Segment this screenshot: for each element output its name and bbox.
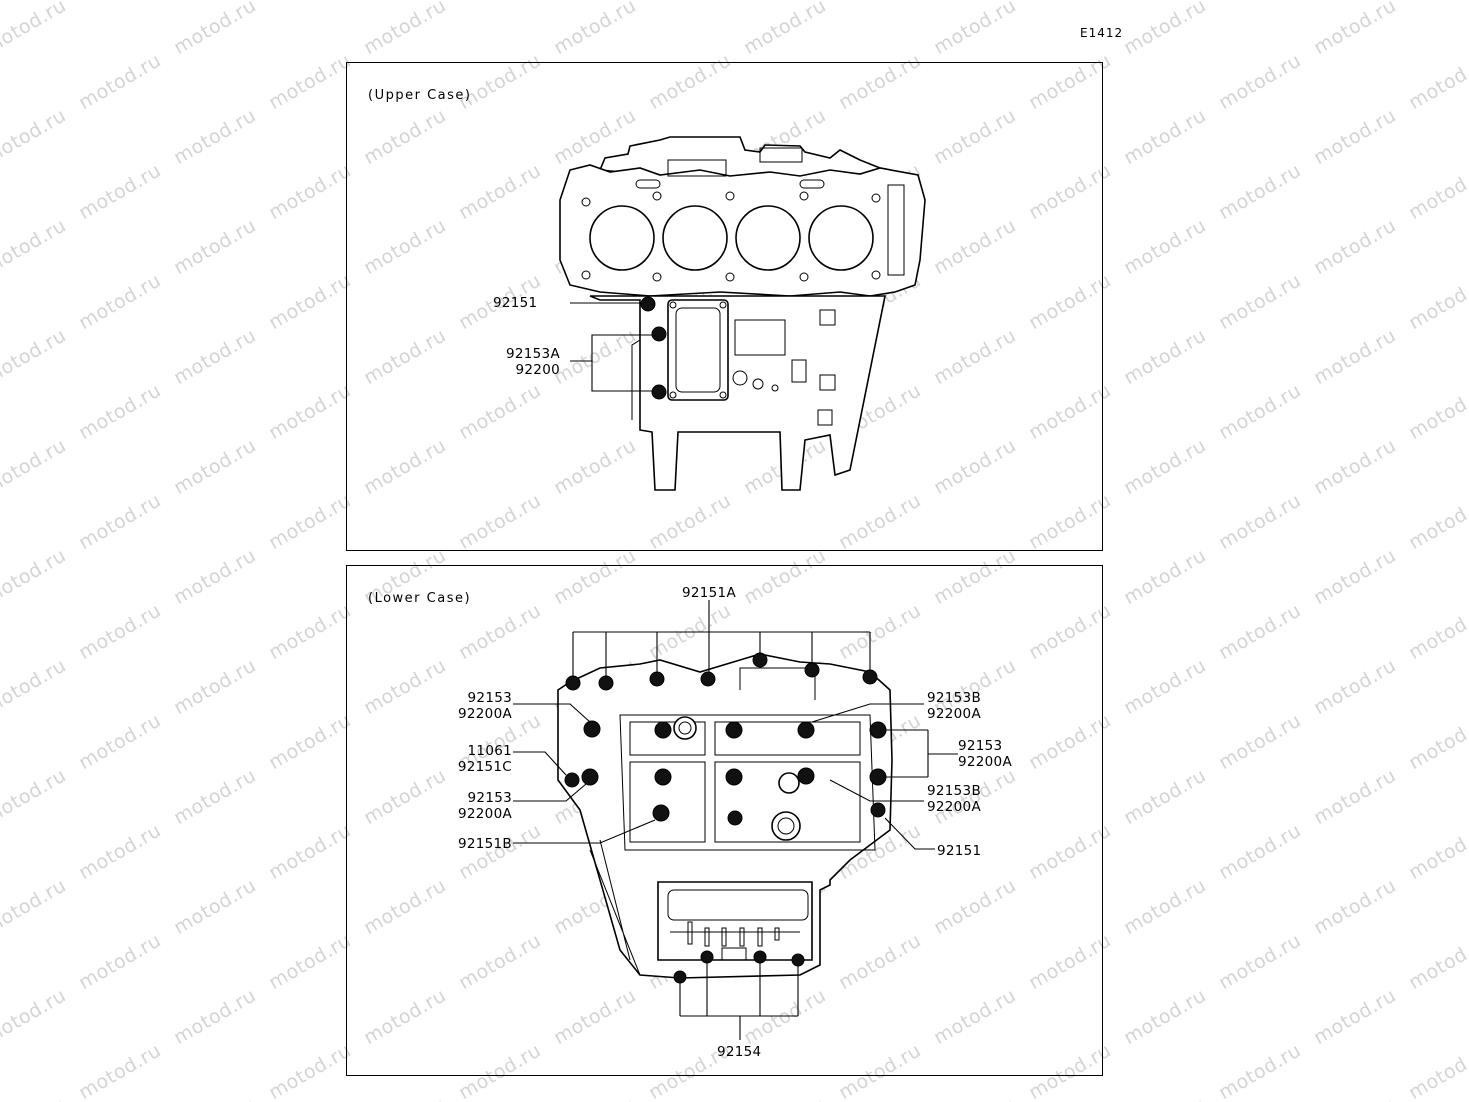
part-number: 92154 <box>717 1044 762 1060</box>
part-number: 92200A <box>927 799 981 815</box>
part-number: 11061 <box>467 743 512 759</box>
callout-lower-92151A: 92151A <box>682 585 736 601</box>
callout-lower-92153-92200A-left-bottom: 92153 92200A <box>458 790 512 822</box>
part-number: 92200A <box>927 706 981 722</box>
callout-upper-92151: 92151 <box>493 295 537 311</box>
part-number: 92151A <box>682 585 736 601</box>
callout-lower-92153B-92200A-right-top: 92153B 92200A <box>927 690 981 722</box>
callout-lower-11061-92151C: 11061 92151C <box>452 743 512 775</box>
part-number: 92153A <box>506 346 560 362</box>
upper-case-caption: (Upper Case) <box>368 88 472 103</box>
callout-lower-92153-92200A-left-top: 92153 92200A <box>458 690 512 722</box>
callout-lower-92151-right: 92151 <box>937 843 981 859</box>
part-number: 92151B <box>457 836 512 852</box>
upper-crankcase-illustration <box>559 136 926 491</box>
part-number: 92200A <box>958 754 1012 770</box>
part-number: 92153B <box>927 783 982 799</box>
callout-lower-92151B: 92151B <box>452 836 512 852</box>
callout-lower-92153-92200A-right: 92153 92200A <box>958 738 1012 770</box>
part-number: 92153 <box>958 738 1003 754</box>
diagram-code: E1412 <box>1080 26 1124 40</box>
part-number: 92200 <box>515 362 560 378</box>
lower-case-frame <box>346 565 1103 1076</box>
callout-lower-92154: 92154 <box>717 1044 761 1060</box>
callout-lower-92153B-92200A-right-bottom: 92153B 92200A <box>927 783 981 815</box>
part-number: 92151C <box>457 759 512 775</box>
callout-upper-92153A-92200: 92153A 92200 <box>506 346 560 378</box>
upper-case-frame <box>346 62 1103 551</box>
part-number: 92151 <box>493 295 538 311</box>
part-number: 92200A <box>458 706 512 722</box>
part-number: 92153 <box>467 690 512 706</box>
part-number: 92151 <box>937 843 982 859</box>
part-number: 92200A <box>458 806 512 822</box>
lower-case-caption: (Lower Case) <box>368 591 472 606</box>
lower-crankcase-illustration <box>513 600 958 1040</box>
part-number: 92153 <box>467 790 512 806</box>
part-number: 92153B <box>927 690 982 706</box>
